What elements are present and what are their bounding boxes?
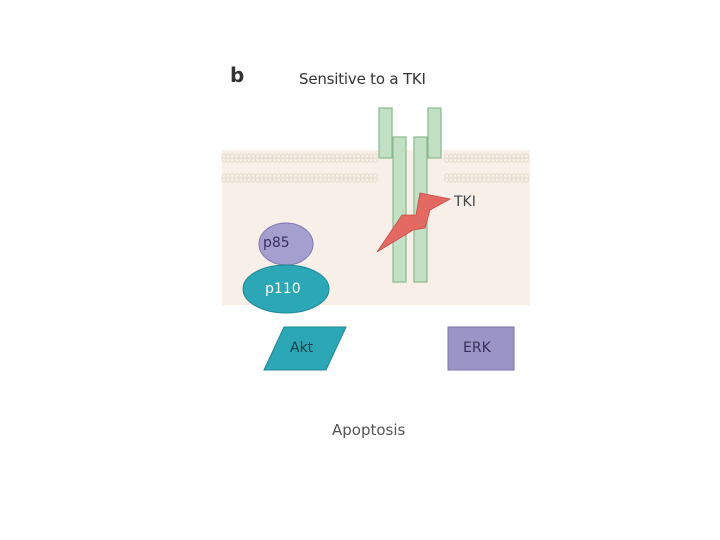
p110-subunit xyxy=(242,264,330,314)
tki-lightning-bolt xyxy=(376,192,452,253)
receptor-left-extracellular xyxy=(378,107,393,159)
tki-label: TKI xyxy=(454,194,476,210)
akt-label: Akt xyxy=(290,340,314,356)
lipid-bead xyxy=(372,177,378,183)
p110-label: p110 xyxy=(265,281,301,297)
receptor-right-extracellular xyxy=(427,107,442,159)
apoptosis-label: Apoptosis xyxy=(332,421,406,439)
panel-letter: b xyxy=(230,63,245,87)
lipid-bead xyxy=(523,157,530,163)
membrane-inner-layer xyxy=(221,173,530,183)
akt-node xyxy=(263,326,347,371)
erk-label: ERK xyxy=(463,340,491,356)
receptor-left-body xyxy=(392,136,407,283)
diagram-title: Sensitive to a TKI xyxy=(299,70,426,88)
membrane-outer-layer xyxy=(221,153,530,163)
lipid-bead xyxy=(523,177,530,183)
p85-label: p85 xyxy=(263,235,290,251)
erk-node xyxy=(447,326,515,371)
lipid-bead xyxy=(372,157,378,163)
